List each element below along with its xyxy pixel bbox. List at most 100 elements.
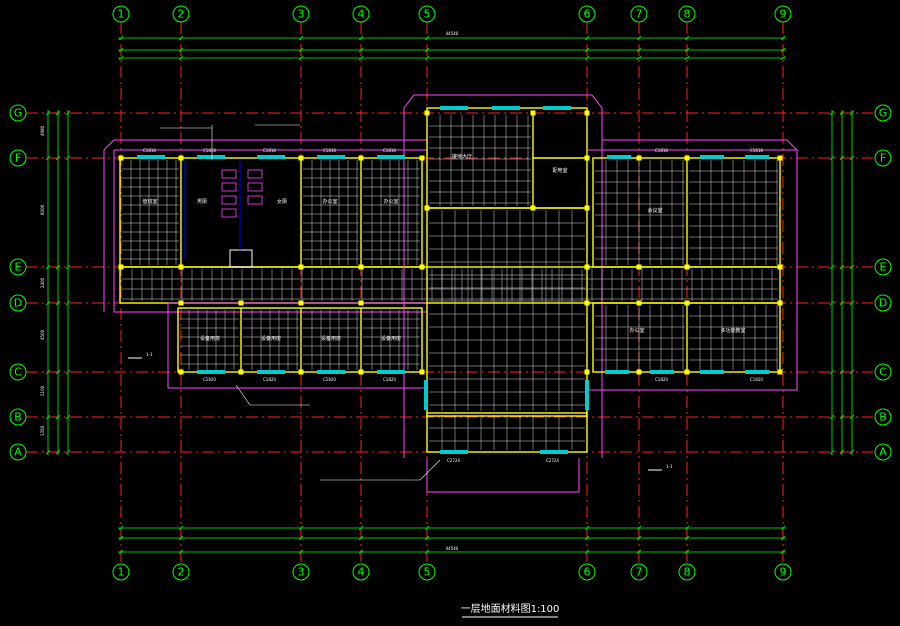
svg-text:D: D xyxy=(14,297,22,310)
window-tag: C1820 xyxy=(655,377,668,382)
svg-text:5: 5 xyxy=(424,566,431,579)
axis-bubble-right-E: E xyxy=(874,258,892,276)
svg-text:5: 5 xyxy=(424,8,431,21)
axis-bubble-top-1: 1 xyxy=(112,5,130,23)
entry-lobby xyxy=(426,412,588,453)
svg-text:2: 2 xyxy=(178,8,185,21)
axis-bubble-top-7: 7 xyxy=(630,5,648,23)
svg-text:F: F xyxy=(15,152,21,165)
main-corridor xyxy=(119,266,781,304)
svg-text:3: 3 xyxy=(298,566,305,579)
svg-text:D: D xyxy=(879,297,887,310)
structural-columns xyxy=(118,110,783,375)
axis-bubble-top-8: 8 xyxy=(678,5,696,23)
axis-bubble-bottom-4: 4 xyxy=(352,563,370,581)
svg-text:8: 8 xyxy=(684,8,691,21)
window-tag: C2724 xyxy=(546,458,559,463)
room-label: 接待大厅 xyxy=(452,153,472,160)
axis-bubble-top-9: 9 xyxy=(774,5,792,23)
room-label: 设备用房 xyxy=(200,335,220,342)
room-label: 设备用房 xyxy=(321,335,341,342)
window-tag: C1818 xyxy=(655,148,668,153)
window-tag: C1818 xyxy=(323,148,336,153)
room-label: 会议室 xyxy=(647,207,662,214)
left-wing-outline xyxy=(113,149,428,313)
svg-text:C: C xyxy=(14,366,22,379)
axis-bubble-bottom-7: 7 xyxy=(630,563,648,581)
svg-text:A: A xyxy=(14,446,22,459)
side-dimension: 6000 xyxy=(40,204,45,215)
room-label: 办公室 xyxy=(629,327,644,334)
svg-text:9: 9 xyxy=(780,566,787,579)
entry-porch xyxy=(426,458,580,493)
svg-text:3: 3 xyxy=(298,8,305,21)
center-block-outline xyxy=(403,94,603,458)
axis-bubble-left-G: G xyxy=(9,104,27,122)
section-mark: 1-1 xyxy=(666,464,673,469)
window-tag: C2724 xyxy=(447,458,460,463)
svg-text:9: 9 xyxy=(780,8,787,21)
svg-text:B: B xyxy=(14,411,22,424)
window-tag: C1820 xyxy=(383,377,396,382)
svg-text:G: G xyxy=(879,107,888,120)
drawing-title: 一层地面材料图1:100 xyxy=(461,602,560,615)
axis-bubble-bottom-3: 3 xyxy=(292,563,310,581)
axis-bubble-left-F: F xyxy=(9,149,27,167)
section-marks: 1-1 1-1 xyxy=(128,352,673,471)
top-overall-dimension: 44540 xyxy=(446,31,459,36)
svg-text:G: G xyxy=(14,107,23,120)
window-tag: C1818 xyxy=(203,148,216,153)
side-dimensions: 4980 6000 2400 4500 2100 1350 xyxy=(40,125,45,436)
row-axis-lines xyxy=(26,112,873,453)
room-labels: 值班室 男厕 女厕 办公室 办公室 接待大厅 配电室 会议室 设备用房 设备用房… xyxy=(142,153,745,342)
svg-text:E: E xyxy=(15,261,22,274)
axis-bubble-top-3: 3 xyxy=(292,5,310,23)
window-tag: C1818 xyxy=(750,148,763,153)
svg-text:A: A xyxy=(879,446,887,459)
axis-bubble-right-F: F xyxy=(874,149,892,167)
room-label: 男厕 xyxy=(197,199,207,205)
window-tag: C1820 xyxy=(750,377,763,382)
side-dimension: 2400 xyxy=(40,277,45,288)
axis-bubble-right-D: D xyxy=(874,294,892,312)
window-tag: C1818 xyxy=(383,148,396,153)
window-tag: C1818 xyxy=(143,148,156,153)
left-north-rooms xyxy=(119,157,423,268)
room-label: 设备用房 xyxy=(261,335,281,342)
svg-text:E: E xyxy=(880,261,887,274)
svg-text:6: 6 xyxy=(584,8,591,21)
axis-bubble-top-6: 6 xyxy=(578,5,596,23)
svg-text:F: F xyxy=(880,152,886,165)
side-dimension: 1350 xyxy=(40,425,45,436)
room-label: 配电室 xyxy=(552,167,567,174)
building-walls xyxy=(103,94,798,493)
axis-bubble-right-A: A xyxy=(874,443,892,461)
side-dimension: 2100 xyxy=(40,385,45,396)
axis-bubble-right-C: C xyxy=(874,363,892,381)
svg-text:C: C xyxy=(879,366,887,379)
axis-bubble-bottom-8: 8 xyxy=(678,563,696,581)
axis-bubble-top-2: 2 xyxy=(172,5,190,23)
window-tag: C1820 xyxy=(263,377,276,382)
axis-bubble-right-B: B xyxy=(874,408,892,426)
axis-bubble-bottom-1: 1 xyxy=(112,563,130,581)
axis-bubble-left-E: E xyxy=(9,258,27,276)
room-label: 设备用房 xyxy=(381,335,401,342)
axis-bubble-left-A: A xyxy=(9,443,27,461)
window-tags: C1818 C1818 C1818 C1818 C1818 C1818 C181… xyxy=(143,148,763,463)
axis-bubble-bottom-2: 2 xyxy=(172,563,190,581)
axis-bubble-bottom-9: 9 xyxy=(774,563,792,581)
axis-bubble-left-B: B xyxy=(9,408,27,426)
axis-bubble-bottom-6: 6 xyxy=(578,563,596,581)
side-dimension: 4980 xyxy=(40,125,45,136)
toilet-fixtures xyxy=(184,160,263,268)
room-label: 办公室 xyxy=(383,198,398,205)
axis-bubble-bottom-5: 5 xyxy=(418,563,436,581)
dimension-lines xyxy=(45,35,855,555)
room-label: 值班室 xyxy=(142,198,157,205)
right-wing-outline xyxy=(587,149,798,391)
section-mark: 1-1 xyxy=(146,352,153,357)
window-tag: C1820 xyxy=(203,377,216,382)
window-tag: C1818 xyxy=(263,148,276,153)
